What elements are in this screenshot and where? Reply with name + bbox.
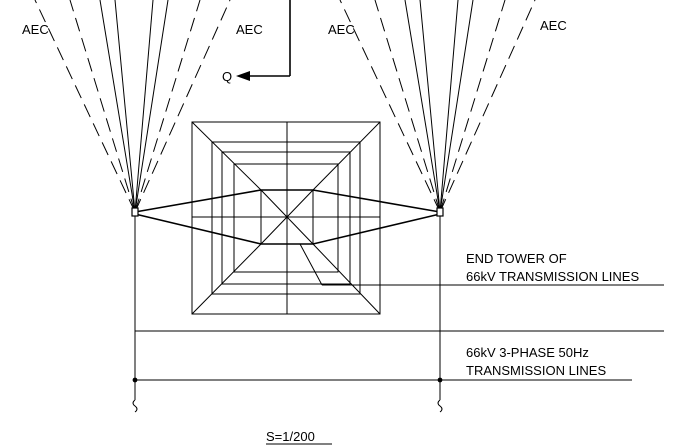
aec-line-left-inner-2 [134, 0, 231, 213]
aec-line-left-inner-1 [134, 0, 201, 213]
aec-label-1: AEC [22, 22, 49, 37]
aec-label-4: AEC [540, 18, 567, 33]
conductor-fan-lines [99, 0, 474, 213]
right-node-dot-icon [437, 377, 443, 383]
end-tower-label-line2: 66kV TRANSMISSION LINES [466, 269, 639, 284]
transmission-lines-callout: 66kV 3-PHASE 50Hz TRANSMISSION LINES [132, 330, 664, 383]
aec-line-left-outer-1 [34, 0, 136, 213]
foundation-square-2 [211, 141, 361, 295]
aec-clearance-lines [34, 0, 536, 213]
aec-line-left-outer-2 [69, 0, 136, 213]
north-arrow: Q [222, 0, 291, 84]
aec-label-3: AEC [328, 22, 355, 37]
left-pole-break-icon [132, 399, 138, 413]
transmission-lines-label-line1: 66kV 3-PHASE 50Hz [466, 345, 589, 360]
left-pole-head-icon [131, 207, 139, 217]
aec-label-2: AEC [236, 22, 263, 37]
right-pole-head-icon [436, 207, 444, 217]
right-pole [436, 207, 444, 413]
end-tower-label-line1: END TOWER OF [466, 251, 567, 266]
scale-label: S=1/200 [266, 429, 315, 444]
aec-line-right-inner-1 [439, 0, 506, 213]
conductor-lens [134, 189, 441, 245]
arrowhead-icon [236, 71, 250, 81]
tower-foundation [191, 121, 381, 315]
right-pole-break-icon [437, 399, 443, 413]
aec-line-right-outer-1 [339, 0, 441, 213]
north-arrow-label: Q [222, 69, 232, 84]
left-pole [131, 207, 139, 413]
aec-line-right-outer-2 [374, 0, 441, 213]
scale-note: S=1/200 [266, 429, 332, 445]
left-node-dot-icon [132, 377, 138, 383]
transmission-lines-label-line2: TRANSMISSION LINES [466, 363, 606, 378]
aec-line-right-inner-2 [439, 0, 536, 213]
foundation-square-4 [233, 163, 339, 273]
foundation-square-3 [221, 151, 351, 285]
foundation-outer-square [191, 121, 381, 315]
end-tower-callout: END TOWER OF 66kV TRANSMISSION LINES [299, 243, 664, 286]
